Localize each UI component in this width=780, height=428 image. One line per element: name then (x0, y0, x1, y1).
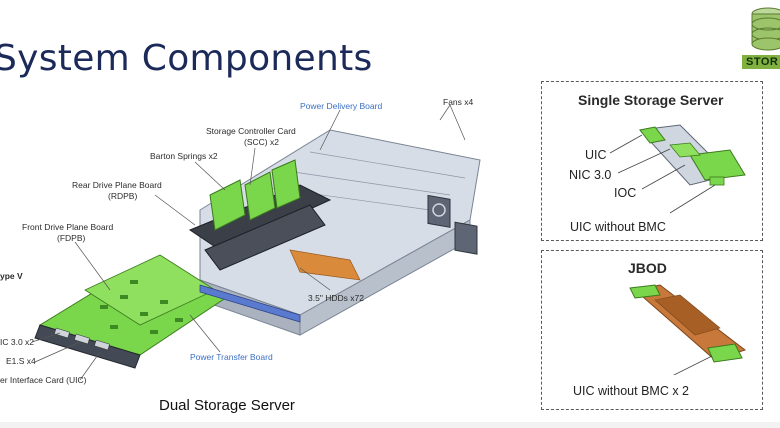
type-v-label: ype V (0, 271, 23, 281)
scc-label-line1: Storage Controller Card (206, 126, 296, 136)
rdpb-label-line1: Rear Drive Plane Board (72, 180, 162, 190)
rdpb-label-line2: (RDPB) (108, 191, 138, 201)
hdds-label: 3.5" HDDs x72 (308, 293, 364, 303)
dual-storage-server-diagram (31, 104, 481, 381)
bottom-strip (0, 422, 780, 428)
single-nic-callout: NIC 3.0 (569, 168, 612, 182)
jbod-uic-without-bmc-callout: UIC without BMC x 2 (573, 384, 690, 398)
single-storage-server-diagram (609, 124, 746, 214)
page-title: System Components (0, 38, 373, 79)
jbod-panel (541, 250, 763, 410)
power-delivery-board-label: Power Delivery Board (300, 101, 383, 111)
e1s-label: E1.S x4 (6, 356, 36, 366)
uic-label: er Interface Card (UIC) (0, 375, 87, 385)
single-storage-server-panel (541, 81, 763, 241)
nic-label: IC 3.0 x2 (0, 337, 35, 347)
single-uic-without-bmc-callout: UIC without BMC (570, 220, 666, 234)
storage-logo-icon (740, 0, 780, 74)
single-uic-callout: UIC (585, 148, 607, 162)
scc-label-line2: (SCC) x2 (244, 137, 279, 147)
fdpb-label-line2: (FDPB) (57, 233, 86, 243)
single-storage-server-title: Single Storage Server (578, 92, 724, 108)
barton-springs-label: Barton Springs x2 (150, 151, 218, 161)
jbod-title: JBOD (628, 260, 667, 276)
storage-badge: STOR (742, 55, 780, 69)
power-transfer-board-label: Power Transfer Board (190, 352, 273, 362)
fdpb-label-line1: Front Drive Plane Board (22, 222, 114, 232)
single-ioc-callout: IOC (614, 186, 637, 200)
fans-label: Fans x4 (443, 97, 474, 107)
diagram-caption: Dual Storage Server (159, 397, 295, 414)
jbod-diagram (629, 284, 747, 375)
